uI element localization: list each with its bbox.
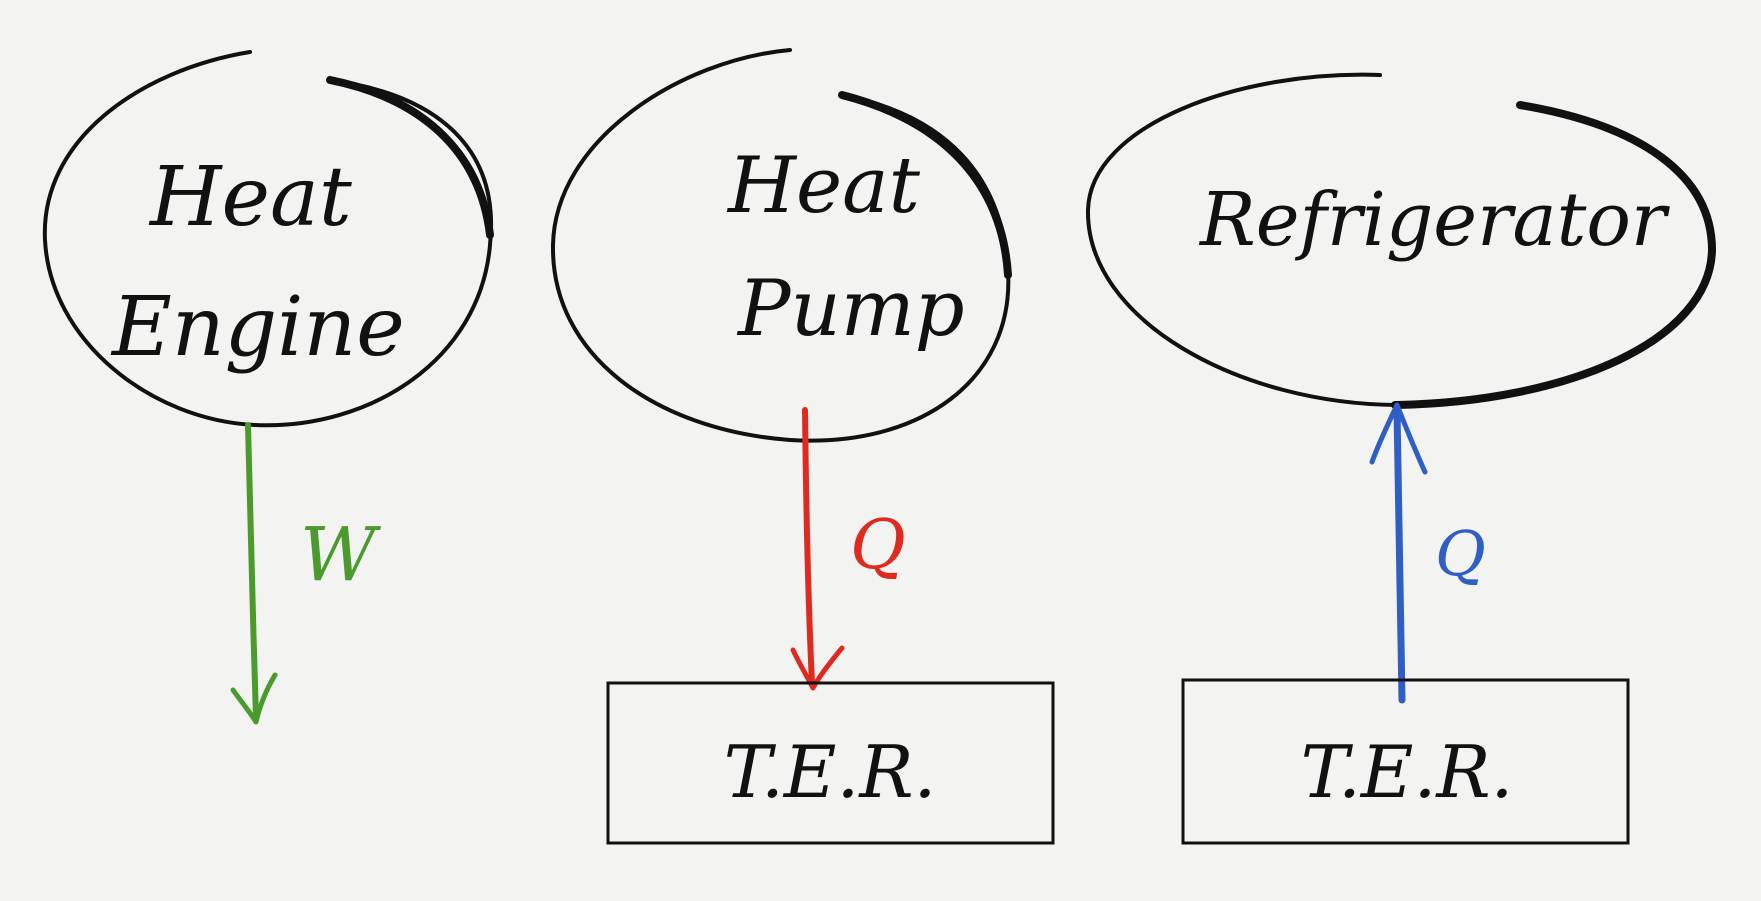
refrigerator-input-head [1369,402,1428,475]
heat-pump-output-shaft [802,407,815,686]
ter-box-right-label: T.E.R. [1301,730,1514,814]
work-arrow-head [230,672,278,725]
heat-engine-outline-thick [326,76,494,239]
heat-pump-label-line2: Pump [736,264,965,354]
refrigerator-input-shaft [1393,406,1406,704]
refrigerator-input-label: Q [1435,517,1486,590]
refrigerator-input-arrow: Q [1369,402,1486,704]
heat-pump-output-label: Q [850,506,906,585]
heat-engine-node: Heat Engine [42,50,494,428]
refrigerator-outline-thick [1391,101,1717,409]
work-arrow: W [230,422,382,725]
work-label: W [300,512,382,598]
refrigerator-node: Refrigerator [1085,72,1717,409]
heat-engine-outline [42,50,494,428]
heat-pump-output-arrow: Q [790,407,906,691]
heat-pump-output-head [790,645,845,691]
heat-pump-outline [550,48,1011,443]
heat-pump-node: Heat Pump [550,48,1012,443]
ter-box-left-label: T.E.R. [724,730,937,814]
heat-pump-outline-thick [838,91,1012,279]
heat-engine-label-line1: Heat [148,150,353,245]
refrigerator-label: Refrigerator [1198,177,1671,263]
work-arrow-shaft [245,422,259,721]
ter-box-right-rect [1181,678,1630,845]
ter-box-left: T.E.R. [606,681,1055,845]
ter-box-right: T.E.R. [1181,678,1630,845]
heat-engine-label-line2: Engine [110,280,405,375]
heat-pump-label-line1: Heat [726,141,921,231]
ter-box-left-rect [606,681,1055,845]
